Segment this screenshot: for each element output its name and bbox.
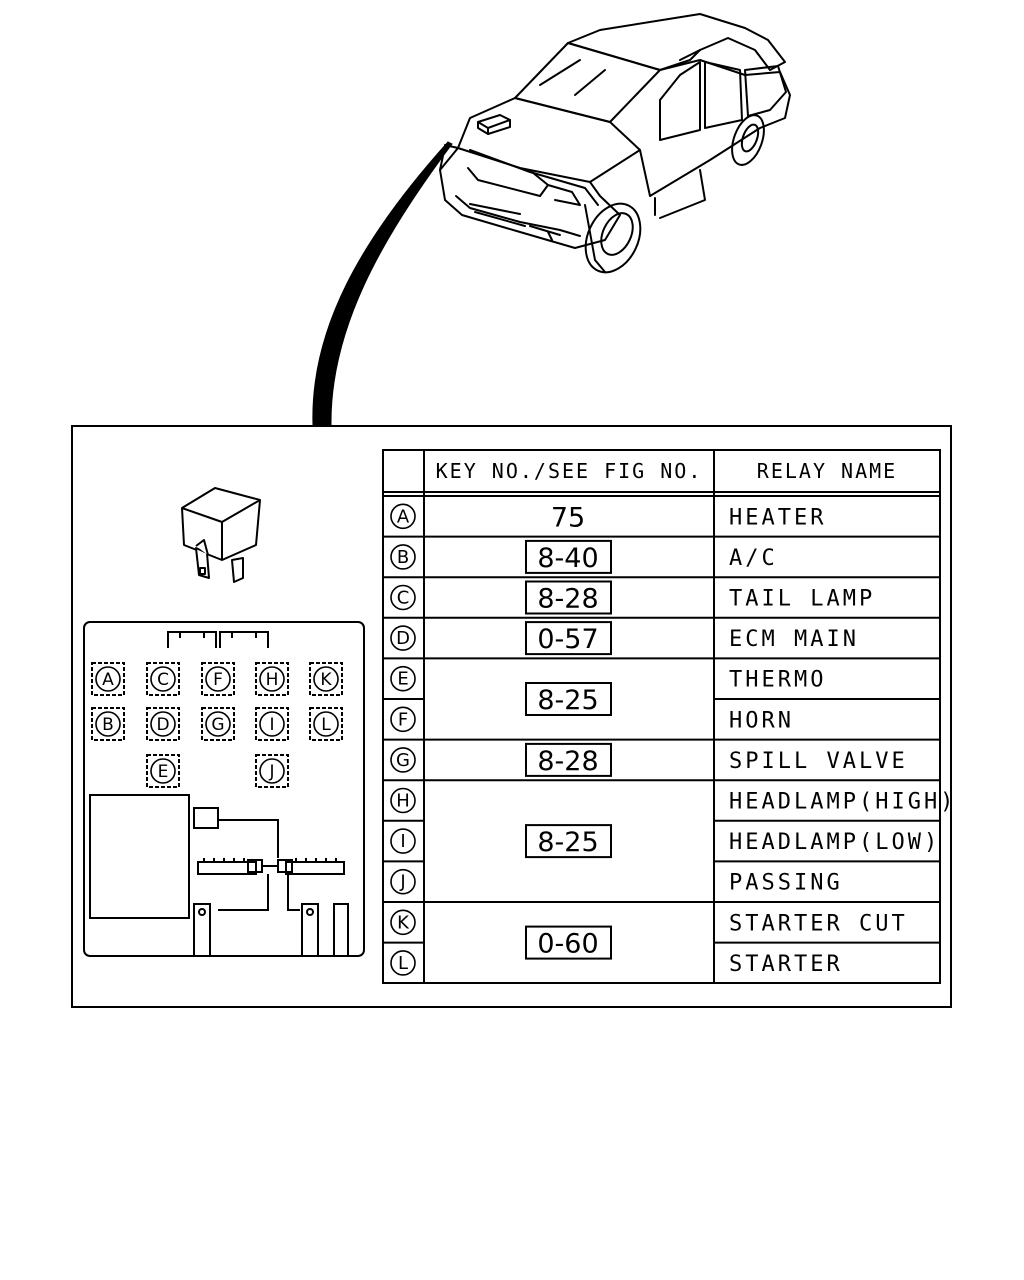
relay-slot-label: E (158, 762, 169, 782)
relay-slot-label: J (268, 762, 274, 782)
relay-name: HEADLAMP(LOW) (729, 830, 940, 855)
relay-slot-c: C (146, 662, 180, 696)
relay-slot-label: D (156, 715, 169, 735)
relay-name: A/C (729, 546, 778, 571)
fig-ref-cell: 0-57 (424, 621, 714, 660)
relay-slot-k: K (309, 662, 343, 696)
fig-ref-cell: 8-40 (424, 539, 714, 579)
relay-slot-j: J (255, 754, 289, 788)
table-row: K STARTER CUT (383, 909, 940, 944)
fig-ref-number: 8-25 (537, 685, 598, 716)
relay-name: HEATER (729, 505, 826, 530)
relay-name: TAIL LAMP (729, 587, 875, 612)
fig-ref-cell: 0-60 (525, 925, 612, 960)
fig-ref-number: 8-28 (537, 584, 598, 615)
relay-slot-label: A (102, 670, 114, 690)
fig-ref-cell: 8-25 (424, 682, 714, 741)
key-letter: F (398, 709, 408, 730)
relay-name: STARTER CUT (729, 911, 908, 936)
key-letter: A (397, 506, 410, 527)
relay-box-layout: A C F H K B D G I L E J (83, 621, 365, 957)
relay-name: SPILL VALVE (729, 749, 908, 774)
relay-slot-label: I (269, 715, 274, 735)
relay-name: HEADLAMP(HIGH) (729, 790, 956, 815)
relay-slot-g: G (201, 707, 235, 741)
key-letter: J (399, 872, 405, 893)
relay-slot-b: B (91, 707, 125, 741)
table-row: J PASSING (383, 868, 940, 903)
fig-ref-number: 8-28 (537, 746, 598, 777)
table-row: F HORN (383, 706, 940, 741)
column-header-relay-name: RELAY NAME (757, 459, 897, 483)
key-letter: K (397, 912, 410, 933)
key-letter: I (400, 831, 405, 852)
fig-ref-number: 8-25 (537, 827, 598, 858)
relay-name: THERMO (729, 668, 826, 693)
key-letter: L (398, 953, 408, 974)
relay-slot-d: D (146, 707, 180, 741)
relay-slot-label: G (211, 715, 224, 735)
relay-slot-label: K (320, 670, 332, 690)
relay-slot-label: F (213, 670, 223, 690)
column-header-key: KEY NO./SEE FIG NO. (436, 459, 703, 483)
key-letter: E (397, 669, 408, 690)
table-row: B A/C (383, 544, 940, 579)
table-row: H HEADLAMP(HIGH) (383, 787, 956, 822)
relay-icon (181, 487, 261, 583)
fig-ref-cell: 8-25 (424, 824, 714, 903)
fig-ref-cell: 8-28 (424, 580, 714, 619)
relay-slot-label: B (102, 715, 114, 735)
relay-slot-label: H (266, 670, 279, 690)
table-row: A HEATER (383, 503, 940, 538)
relay-slot-i: I (255, 707, 289, 741)
vehicle-illustration (439, 13, 791, 274)
table-row: C TAIL LAMP (383, 584, 940, 619)
table-row: I HEADLAMP(LOW) (383, 828, 940, 863)
leader-line (312, 141, 453, 426)
fig-ref-cell: 75 (424, 502, 714, 538)
key-letter: G (396, 750, 410, 771)
key-letter: B (397, 547, 409, 568)
key-letter: C (397, 588, 410, 609)
fig-ref-number: 75 (551, 502, 585, 533)
fig-ref-number: 8-40 (537, 543, 598, 574)
relay-name: PASSING (729, 871, 843, 896)
table-row: L STARTER (390, 950, 843, 977)
relay-slot-f: F (201, 662, 235, 696)
relay-slot-label: L (321, 715, 331, 735)
key-letter: D (396, 628, 410, 649)
relay-name: STARTER (729, 952, 843, 977)
table-row: D ECM MAIN (383, 625, 940, 660)
key-letter: H (396, 791, 410, 812)
fig-ref-number: 0-57 (537, 624, 598, 655)
fig-ref-number: 0-60 (537, 929, 598, 960)
table-row: E THERMO (383, 665, 940, 700)
relay-slot-l: L (309, 707, 343, 741)
relay-name: HORN (729, 708, 794, 733)
fig-ref-cell: 8-28 (424, 742, 714, 782)
table-row: G SPILL VALVE (383, 747, 940, 782)
relay-slot-e: E (146, 754, 180, 788)
relay-slot-label: C (157, 670, 169, 690)
relay-slot-a: A (91, 662, 125, 696)
relay-slot-h: H (255, 662, 289, 696)
relay-name: ECM MAIN (729, 627, 859, 652)
